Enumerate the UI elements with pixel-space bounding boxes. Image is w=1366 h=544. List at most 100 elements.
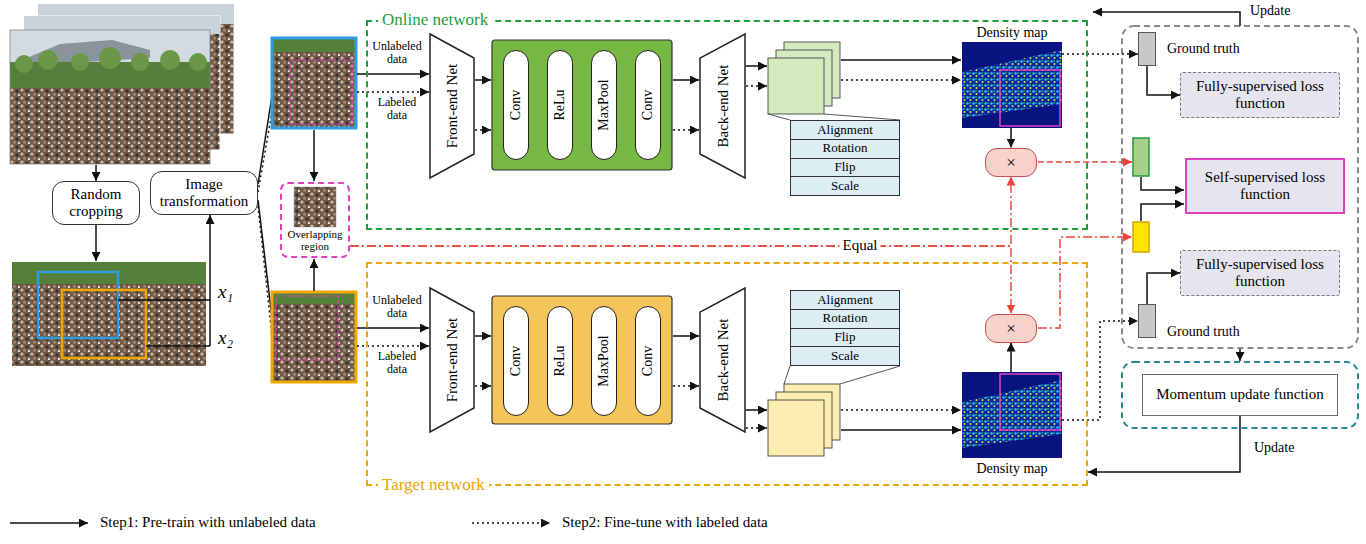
transform-wire — [258, 200, 272, 318]
flow-arrow — [673, 385, 699, 387]
legend-sample — [472, 522, 550, 524]
flow-arrow — [673, 335, 699, 337]
front-end-net: Front-end Net — [430, 34, 474, 178]
region-heading: Target network — [378, 476, 489, 495]
layer-pill: Conv — [503, 306, 529, 416]
node-label: Alignment — [791, 291, 899, 310]
node-label: Self-supervised loss function — [1193, 169, 1337, 204]
node-label: Rotation — [791, 310, 899, 329]
layer-pill: MaxPool — [591, 50, 617, 160]
density-map-image — [1000, 70, 1060, 126]
flow-arrow — [746, 409, 767, 411]
node-label: Fully-supervised loss function — [1187, 256, 1333, 291]
view-photo — [272, 292, 356, 304]
layer-pill: Conv — [635, 306, 661, 416]
node-label: Image transformation — [156, 176, 252, 211]
transform-wire — [258, 96, 272, 184]
update-box: Momentum update function — [1142, 374, 1338, 416]
crop-wire — [209, 215, 211, 346]
node-label: Scale — [791, 177, 899, 195]
flow-arrow — [314, 74, 429, 346]
legend-item: Step1: Pre-train with unlabeled data — [8, 514, 316, 531]
flow-connector — [1062, 321, 1138, 420]
flow-arrow — [746, 427, 767, 429]
back-end-net: Back-end Net — [700, 34, 745, 178]
view-photo — [272, 292, 356, 382]
trapezoid-outline — [430, 288, 474, 432]
flow-connector — [1088, 416, 1240, 472]
legend-sample — [8, 515, 92, 531]
node-label: Random cropping — [58, 186, 134, 221]
density-map: Density map — [962, 42, 1062, 128]
density-map-image — [962, 50, 1062, 118]
flow-arrow — [313, 259, 315, 291]
cropped-photo — [12, 262, 206, 366]
flow-arrow — [673, 79, 699, 81]
multiply-oval: × — [985, 314, 1037, 343]
trapezoid-outline — [430, 34, 474, 178]
view-photo — [272, 38, 356, 128]
input-photo-stack — [160, 50, 180, 70]
flow-arrow — [475, 335, 491, 337]
flow-arrow — [746, 85, 767, 87]
multiply-oval: × — [985, 148, 1037, 177]
view-photo — [290, 60, 352, 124]
node-label: MaxPool — [596, 335, 612, 386]
loss-panel — [1133, 138, 1149, 176]
density-map: Density map — [962, 372, 1062, 458]
mask-connector — [350, 177, 1011, 247]
legend-sample — [470, 515, 554, 531]
conv-block — [492, 40, 672, 170]
density-map-image — [962, 42, 1062, 128]
flow-connector — [1010, 343, 1012, 373]
node-label: Momentum update function — [1156, 386, 1323, 403]
annotation-label: Unlabeled data — [368, 40, 426, 66]
node-label: Fully-supervised loss function — [1187, 78, 1333, 113]
view-photo — [276, 296, 338, 360]
node-label: Density map — [976, 25, 1047, 40]
node-label: Front-end Net — [444, 64, 461, 149]
flow-arrow — [841, 79, 961, 81]
input-photo-stack — [189, 53, 207, 71]
layer-pill: ReLu — [547, 306, 573, 416]
edge-label: Update — [1252, 440, 1296, 455]
density-map-image — [962, 380, 1062, 448]
flow-connector — [1147, 273, 1180, 304]
cropped-photo — [12, 262, 206, 366]
node-label: Front-end Net — [444, 318, 461, 403]
flow-arrow — [841, 409, 961, 411]
node-label: Conv — [508, 90, 524, 120]
crop-wire — [146, 345, 210, 347]
node-label: Flip — [791, 329, 899, 348]
annotation-label: Labeled data — [368, 96, 426, 122]
crop-variable: x₁ — [218, 282, 233, 303]
layer-pill: Conv — [635, 50, 661, 160]
node-label: Back-end Net — [714, 65, 731, 148]
view-photo — [272, 38, 356, 382]
node-label: Back-end Net — [714, 319, 731, 402]
legend-item: Step2: Fine-tune with labeled data — [470, 514, 768, 531]
transform-wire — [258, 96, 272, 336]
density-map-image — [962, 372, 1062, 458]
node-label: Conv — [640, 90, 656, 120]
flow-connector — [1147, 66, 1180, 95]
node-label: Ground truth — [1167, 41, 1240, 56]
view-photo — [272, 38, 356, 128]
feature-maps — [768, 58, 824, 114]
flow-arrow — [1093, 12, 1240, 26]
node-label: Ground truth — [1167, 324, 1240, 339]
transform-table: AlignmentRotationFlipScale — [790, 120, 900, 196]
front-end-net: Front-end Net — [430, 288, 474, 432]
view-photo — [272, 38, 356, 52]
flow-arrow — [1239, 349, 1241, 361]
node-label: Density map — [976, 461, 1047, 476]
overlap-region-box: Overlapping region — [280, 182, 350, 258]
flow-connector — [1010, 128, 1012, 148]
flow-arrow — [746, 65, 767, 67]
annotation-label: Labeled data — [368, 350, 426, 376]
